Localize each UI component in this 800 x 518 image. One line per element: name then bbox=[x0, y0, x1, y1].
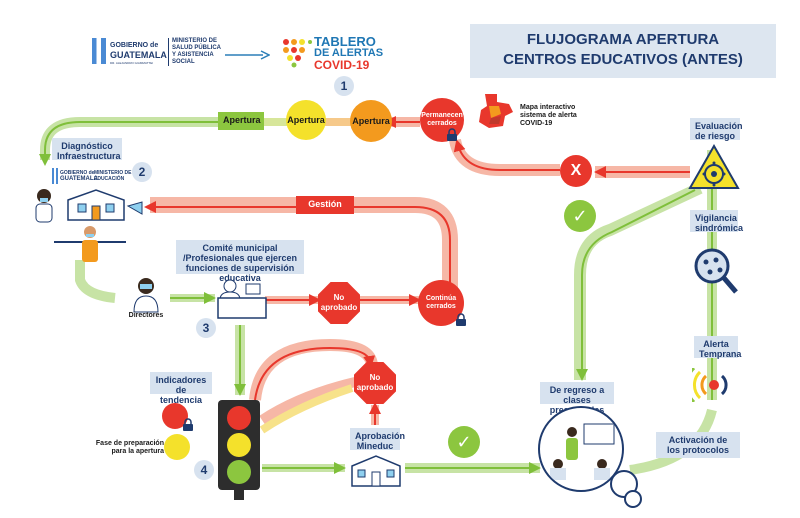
ministerio-educacion-line: MINISTERIO DE bbox=[94, 170, 132, 176]
title-line-2: CENTROS EDUCATIVOS (ANTES) bbox=[503, 51, 743, 68]
gobierno-guatemala-logo: GOBIERNO de GUATEMALA DR. ALEJANDRO GIAM… bbox=[92, 38, 172, 68]
tablero-title-1: TABLERO bbox=[314, 34, 376, 49]
check-icon: ✓ bbox=[564, 200, 596, 232]
traffic-yellow-light bbox=[227, 433, 251, 457]
apertura-orange-circle: Apertura bbox=[350, 100, 392, 142]
ministerio-salud-line: SOCIAL bbox=[172, 59, 195, 65]
x-icon: X bbox=[560, 155, 592, 187]
guatemala-flag-icon bbox=[92, 38, 106, 64]
ministerio-salud-text: MINISTERIO DE SALUD PÚBLICA Y ASISTENCIA… bbox=[172, 38, 221, 66]
lock-icon bbox=[455, 313, 467, 327]
dots-grid-icon bbox=[283, 39, 312, 68]
school-icon bbox=[351, 455, 401, 487]
gestion-label: Gestión bbox=[296, 196, 354, 214]
evaluacion-riesgo-label: Evaluación de riesgo bbox=[690, 118, 743, 141]
traffic-red-light bbox=[227, 406, 251, 430]
step-number-2: 2 bbox=[132, 162, 152, 182]
title-line-1: FLUJOGRAMA APERTURA bbox=[526, 31, 720, 48]
gob-educacion-text-1: GOBIERNO de bbox=[60, 170, 95, 176]
logo-divider bbox=[168, 38, 169, 66]
indicator-yellow-circle bbox=[164, 434, 190, 460]
magnifier-icon bbox=[694, 248, 738, 294]
gobierno-text-1: GOBIERNO de bbox=[110, 42, 159, 49]
title-box: FLUJOGRAMA APERTURA CENTROS EDUCATIVOS (… bbox=[470, 24, 776, 78]
apertura-yellow-circle: Apertura bbox=[286, 100, 326, 140]
check-icon: ✓ bbox=[448, 426, 480, 458]
guatemala-map-icon bbox=[479, 94, 513, 128]
gobierno-text-2: GUATEMALA bbox=[110, 50, 167, 60]
people-school-illustration bbox=[35, 189, 143, 223]
arrow-right-icon bbox=[225, 50, 270, 60]
step-number-3: 3 bbox=[196, 318, 216, 338]
step-number-1: 1 bbox=[334, 76, 354, 96]
regreso-clases-label: De regreso a clases presenciales bbox=[540, 382, 614, 415]
traffic-green-light bbox=[227, 460, 251, 484]
vigilancia-label: Vigilancia sindrómica bbox=[690, 210, 743, 233]
tablero-title-2: DE ALERTAS bbox=[314, 47, 384, 59]
classroom-illustration bbox=[538, 406, 624, 492]
virus-warning-icon bbox=[688, 144, 740, 189]
fase-preparacion-text: Fase de preparación para la apertura bbox=[95, 440, 164, 455]
continua-cerrados-circle: Continúa cerrados bbox=[418, 280, 464, 326]
lock-icon bbox=[182, 418, 194, 432]
ministerio-salud-line: MINISTERIO DE bbox=[172, 38, 218, 44]
lock-icon bbox=[446, 128, 458, 141]
ministerio-salud-line: SALUD PÚBLICA bbox=[172, 45, 221, 51]
gob-educacion-logo: GOBIERNO de GUATEMALA MINISTERIO DE EDUC… bbox=[52, 168, 142, 186]
signal-icon bbox=[692, 368, 728, 402]
traffic-light-pole bbox=[234, 490, 244, 500]
activacion-protocolos-label: Activación de los protocolos bbox=[656, 432, 740, 458]
alerta-temprana-label: Alerta Temprana bbox=[694, 336, 741, 359]
apertura-green-label: Apertura bbox=[218, 112, 264, 130]
no-aprobado-stop-2: No aprobado bbox=[354, 362, 396, 404]
mapa-interactivo-text: Mapa interactivo sistema de alerta COVID… bbox=[520, 104, 577, 127]
arrow-x-to-permanecen bbox=[449, 138, 560, 176]
comite-label: Comité municipal /Profesionales que ejer… bbox=[176, 240, 304, 283]
gobierno-text-3: DR. ALEJANDRO GIAMMATTEI bbox=[110, 61, 154, 65]
diagnostico-label: Diagnóstico Infraestructura bbox=[52, 138, 122, 161]
indicadores-label: Indicadores de tendencia bbox=[150, 372, 212, 405]
ministerio-salud-line: Y ASISTENCIA bbox=[172, 52, 214, 58]
step-number-4: 4 bbox=[194, 460, 214, 480]
ministerio-educacion-line: EDUCACIÓN bbox=[94, 176, 125, 182]
director-avatar bbox=[133, 278, 159, 313]
gob-educacion-text-2: GUATEMALA bbox=[60, 176, 98, 182]
desk-illustration bbox=[217, 279, 267, 319]
tablero-title-3: COVID-19 bbox=[314, 58, 370, 72]
traffic-light-icon bbox=[218, 400, 260, 490]
decor-circle-small bbox=[624, 490, 642, 508]
tablero-alertas-logo: TABLERO DE ALERTAS COVID-19 bbox=[282, 34, 392, 74]
no-aprobado-stop-1: No aprobado bbox=[318, 282, 360, 324]
person-arms-open-illustration bbox=[54, 226, 126, 262]
aprobacion-mineduc-label: Aprobación Mineduc bbox=[350, 428, 405, 451]
guatemala-flag-icon bbox=[52, 168, 58, 184]
directores-text: Directores bbox=[128, 312, 164, 319]
